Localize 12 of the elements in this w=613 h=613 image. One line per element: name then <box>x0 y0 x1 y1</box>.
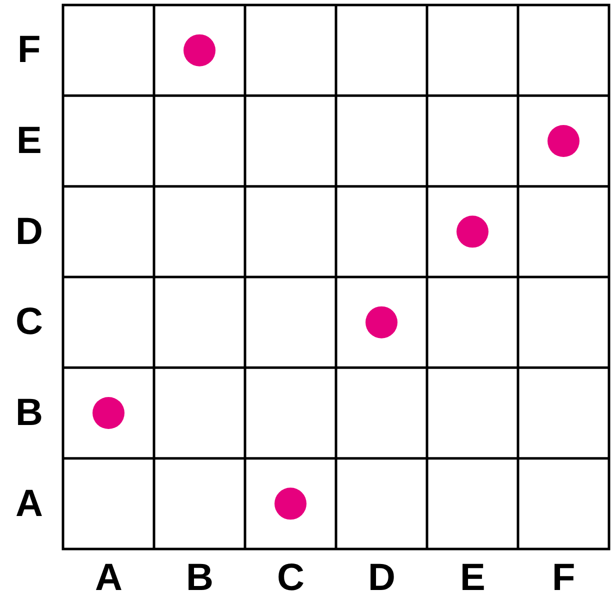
axis-label: D <box>368 559 396 597</box>
axis-label: F <box>18 31 41 70</box>
axis-label: A <box>95 559 122 597</box>
axis-label: B <box>186 559 214 597</box>
axis-label: E <box>16 122 42 160</box>
axis-label: A <box>16 484 43 523</box>
axis-label: C <box>16 303 43 342</box>
axis-label: F <box>552 559 576 597</box>
axis-label: B <box>16 394 43 432</box>
axis-label: E <box>460 559 486 597</box>
axis-label: C <box>277 559 304 597</box>
axis-label: D <box>16 212 43 251</box>
